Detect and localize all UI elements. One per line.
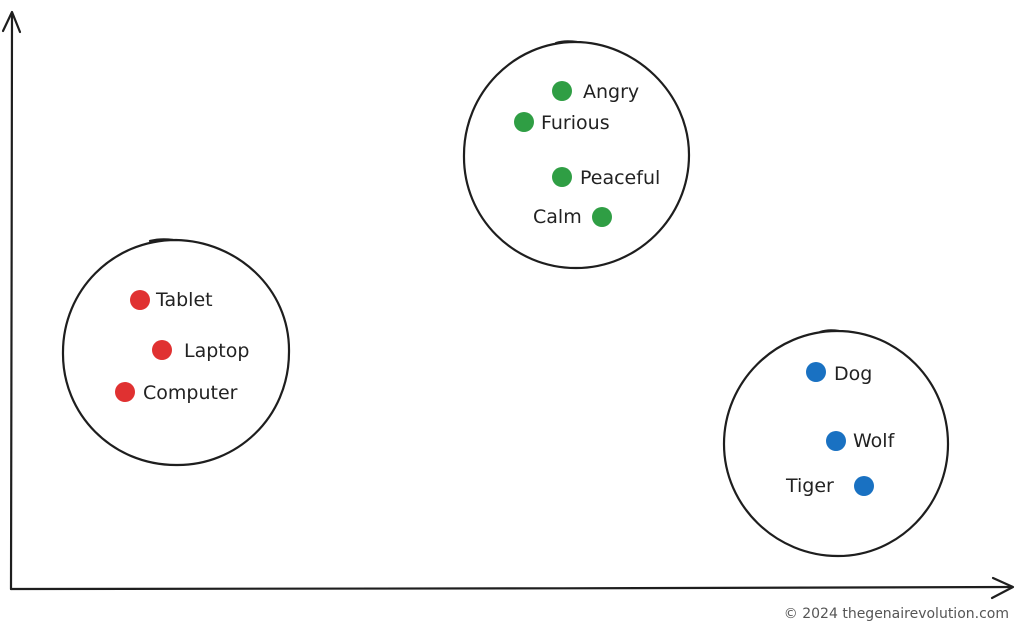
label-angry: Angry <box>583 81 639 103</box>
x-axis-arrow <box>990 576 1015 600</box>
label-tablet: Tablet <box>155 289 213 311</box>
point-angry <box>552 81 572 101</box>
point-tiger <box>854 476 874 496</box>
y-axis-arrow <box>1 10 22 34</box>
point-computer <box>115 382 135 402</box>
point-laptop <box>152 340 172 360</box>
label-furious: Furious <box>541 112 610 134</box>
point-tablet <box>130 290 150 310</box>
animals-cluster-circle <box>722 329 950 558</box>
point-peaceful <box>552 167 572 187</box>
point-furious <box>514 112 534 132</box>
y-axis-line <box>9 11 14 591</box>
devices-cluster: Tablet Laptop Computer <box>115 289 249 404</box>
animals-cluster: Dog Wolf Tiger <box>785 362 896 497</box>
point-calm <box>592 207 612 227</box>
axes <box>1 10 1015 600</box>
point-wolf <box>826 431 846 451</box>
emotions-cluster-circle <box>462 40 691 270</box>
devices-cluster-circle <box>61 238 291 467</box>
x-axis-line <box>9 585 1014 591</box>
label-laptop: Laptop <box>184 340 249 362</box>
label-tiger: Tiger <box>785 475 834 497</box>
label-computer: Computer <box>143 382 238 404</box>
point-dog <box>806 362 826 382</box>
label-wolf: Wolf <box>853 430 896 452</box>
label-peaceful: Peaceful <box>580 167 660 189</box>
copyright-notice: © 2024 thegenairevolution.com <box>784 606 1009 622</box>
emotions-cluster: Angry Furious Peaceful Calm <box>514 81 660 228</box>
label-dog: Dog <box>834 363 872 385</box>
label-calm: Calm <box>533 206 582 228</box>
cluster-outlines <box>61 40 950 558</box>
